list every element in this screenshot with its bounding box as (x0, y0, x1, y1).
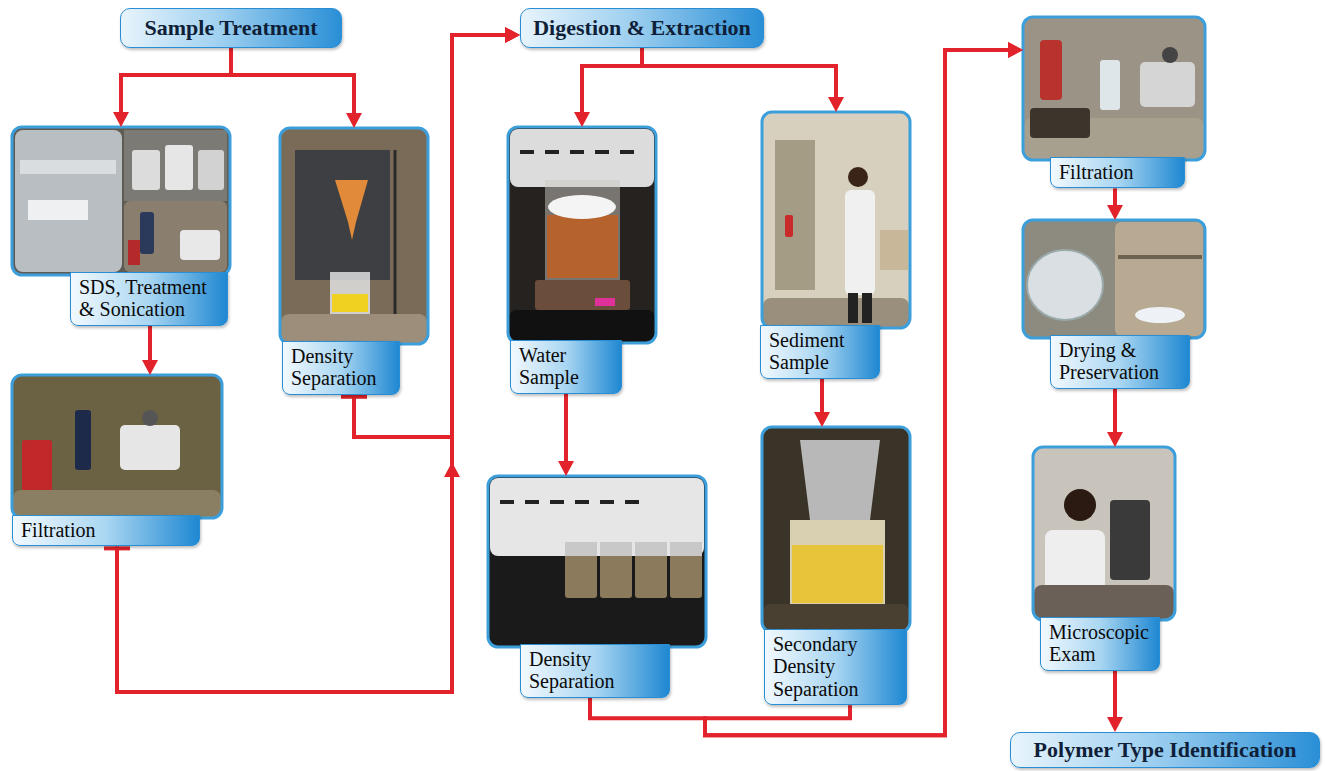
arrowhead (444, 462, 460, 477)
stage-header: Polymer Type Identification (1010, 732, 1320, 768)
flow-connector (820, 379, 824, 417)
stage-title: Polymer Type Identification (1034, 737, 1297, 763)
flow-connector (642, 48, 836, 102)
process-card: Filtration (12, 375, 222, 546)
stage-header: Digestion & Extraction (520, 8, 764, 48)
step-label: Sediment Sample (760, 325, 880, 379)
process-card: Filtration (1023, 17, 1205, 188)
flow-connector (231, 48, 354, 118)
arrowhead (1008, 42, 1023, 58)
flow-connector (121, 48, 231, 117)
process-card: Sediment Sample (762, 112, 910, 379)
flow-connector (590, 50, 1013, 735)
photo (488, 476, 706, 647)
process-card: Density Separation (488, 476, 706, 698)
line-cap (104, 546, 130, 550)
process-card: Secondary Density Separation (762, 427, 910, 705)
arrowhead (1107, 432, 1123, 447)
photo (1023, 17, 1205, 160)
arrowhead (142, 360, 158, 375)
arrowhead (505, 27, 520, 43)
step-label: Filtration (12, 515, 200, 546)
photo (280, 128, 428, 344)
flow-connector (705, 50, 1013, 735)
arrowhead (113, 112, 129, 127)
arrowhead (505, 27, 520, 43)
flow-connector (148, 326, 152, 365)
step-label: Secondary Density Separation (764, 629, 907, 705)
stage-title: Sample Treatment (145, 15, 318, 41)
photo (508, 127, 656, 343)
photo (762, 427, 910, 632)
photo (12, 127, 230, 275)
flow-connector (564, 394, 568, 466)
step-label: Density Separation (282, 341, 400, 395)
arrowhead (814, 412, 830, 427)
flow-connector (1113, 671, 1117, 722)
process-card: Microscopic Exam (1033, 447, 1175, 671)
arrowhead (1107, 717, 1123, 732)
flow-connector (117, 35, 510, 692)
photo (1033, 447, 1175, 620)
photo (1023, 220, 1205, 338)
process-card: Drying & Preservation (1023, 220, 1205, 389)
process-card: SDS, Treatment & Sonication (12, 127, 230, 326)
arrowhead (574, 112, 590, 127)
step-label: Microscopic Exam (1040, 617, 1160, 671)
flow-connector (582, 48, 642, 117)
photo (762, 112, 910, 328)
arrowhead (1008, 42, 1023, 58)
flow-connector (1113, 389, 1117, 437)
arrowhead (828, 97, 844, 112)
step-label: SDS, Treatment & Sonication (70, 272, 228, 326)
step-label: Filtration (1050, 157, 1185, 188)
step-label: Water Sample (510, 340, 622, 394)
stage-header: Sample Treatment (120, 8, 342, 48)
arrowhead (346, 113, 362, 128)
photo (12, 375, 222, 518)
photo-frame (12, 17, 1205, 647)
step-label: Drying & Preservation (1050, 335, 1190, 389)
line-cap (341, 395, 367, 399)
process-card: Water Sample (508, 127, 656, 394)
arrowhead (558, 461, 574, 476)
process-card: Density Separation (280, 128, 428, 395)
arrowhead (1107, 205, 1123, 220)
step-label: Density Separation (520, 644, 670, 698)
stage-title: Digestion & Extraction (533, 15, 751, 41)
